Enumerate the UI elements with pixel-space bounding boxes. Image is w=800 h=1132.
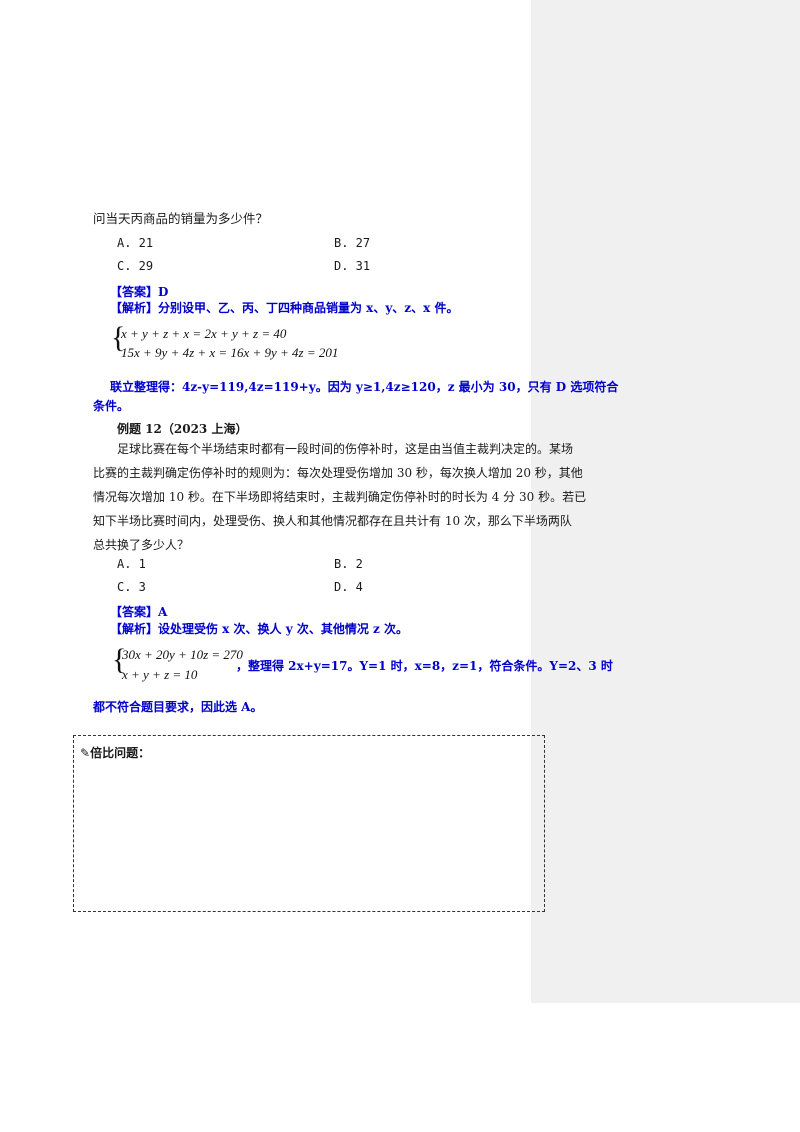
q11-equation-1: x + y + z + x = 2x + y + z = 40	[121, 326, 287, 341]
q12-option-b: B. 2	[334, 557, 363, 571]
q11-answer: 【答案】D	[110, 285, 169, 299]
q12-stem-line-4: 知下半场比赛时间内，处理受伤、换人和其他情况都存在且共计有 10 次，那么下半场…	[93, 514, 572, 528]
q11-option-b: B. 27	[334, 236, 371, 250]
example-12-title: 例题 12（2023 上海）	[117, 422, 248, 436]
q12-equation-1: 30x + 20y + 10z = 270	[122, 647, 243, 662]
question-11-tail: 问当天丙商品的销量为多少件？	[93, 211, 269, 226]
q12-stem-line-3: 情况每次增加 10 秒。在下半场即将结束时，主裁判确定伤停补时的时长为 4 分 …	[93, 490, 587, 504]
q11-option-d: D. 31	[334, 259, 371, 273]
q11-equation-brace: {	[111, 321, 126, 354]
q12-stem-line-2: 比赛的主裁判确定伤停补时的规则为：每次处理受伤增加 30 秒，每次换人增加 20…	[93, 466, 583, 480]
q12-equation-2: x + y + z = 10	[122, 667, 198, 682]
q12-conclusion: 都不符合题目要求，因此选 A。	[93, 700, 263, 714]
q12-after-equation: ，整理得 2x+y=17。Y=1 时，x=8，z=1，符合条件。Y=2、3 时	[236, 659, 613, 673]
q11-analysis: 【解析】分别设甲、乙、丙、丁四种商品销量为 x、y、z、x 件。	[110, 301, 459, 315]
q12-option-d: D. 4	[334, 580, 363, 594]
q11-conclusion-line-2: 条件。	[93, 399, 130, 413]
q12-answer: 【答案】A	[110, 605, 168, 619]
q12-stem-line-1: 足球比赛在每个半场结束时都有一段时间的伤停补时，这是由当值主裁判决定的。某场	[117, 442, 574, 456]
section-box: ✎倍比问题：	[73, 735, 545, 912]
q11-conclusion-line-1: 联立整理得：4z-y=119,4z=119+y。因为 y≥1,4z≥120，z …	[110, 380, 619, 394]
q12-analysis: 【解析】设处理受伤 x 次、换人 y 次、其他情况 z 次。	[110, 622, 409, 636]
section-title: 倍比问题：	[90, 746, 151, 760]
section-title-row: ✎倍比问题：	[80, 744, 150, 761]
q11-option-a: A. 21	[117, 236, 154, 250]
q12-stem-line-5: 总共换了多少人？	[93, 538, 190, 552]
q12-equation-brace: {	[112, 643, 127, 676]
comment-pane	[531, 0, 800, 1003]
pencil-icon: ✎	[80, 746, 91, 760]
q11-equation-2: 15x + 9y + 4z + x = 16x + 9y + 4z = 201	[121, 345, 339, 360]
q12-option-a: A. 1	[117, 557, 146, 571]
q12-option-c: C. 3	[117, 580, 146, 594]
q11-option-c: C. 29	[117, 259, 154, 273]
